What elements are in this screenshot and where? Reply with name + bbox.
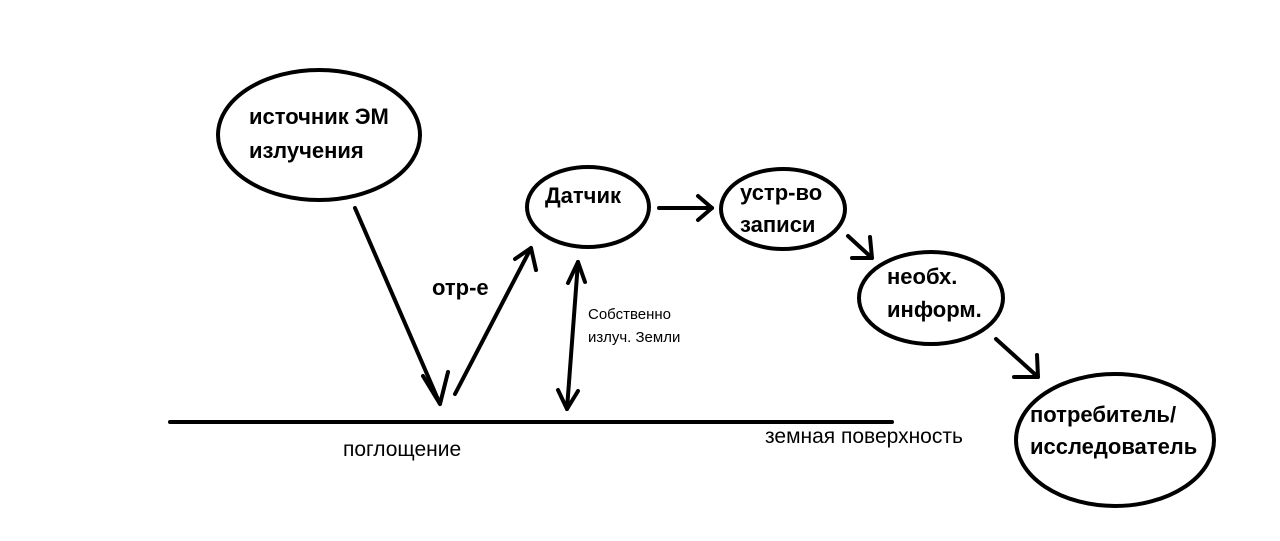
- label-reflection: отр-е: [432, 275, 489, 300]
- node-sensor-ellipse: [525, 165, 651, 249]
- arrow-incoming-radiation: [353, 206, 450, 406]
- node-processing-line1: необх.: [887, 264, 957, 289]
- node-consumer-line2: исследователь: [1030, 434, 1197, 459]
- node-em-source-line2: излучения: [249, 138, 364, 163]
- node-em-source-line1: источник ЭМ: [249, 104, 389, 129]
- arrow-reflection: [453, 246, 538, 396]
- node-recorder: устр-во записи: [719, 167, 847, 251]
- arrow-processing-to-consumer: [994, 337, 1040, 379]
- arrow-recorder-to-processing: [846, 234, 874, 260]
- node-recorder-line2: записи: [740, 212, 815, 237]
- node-em-source-ellipse: [216, 68, 422, 202]
- node-consumer: потребитель/ исследователь: [1014, 372, 1216, 508]
- node-processing-ellipse: [857, 250, 1005, 346]
- node-processing-line2: информ.: [887, 297, 982, 322]
- node-sensor-label: Датчик: [545, 183, 622, 208]
- label-earth-surface: земная поверхность: [765, 425, 963, 448]
- node-consumer-ellipse: [1014, 372, 1216, 508]
- arrow-own-emission: [556, 260, 587, 411]
- node-recorder-line1: устр-во: [740, 180, 822, 205]
- node-consumer-line1: потребитель/: [1030, 402, 1176, 427]
- arrow-sensor-to-recorder: [657, 194, 714, 222]
- node-recorder-ellipse: [719, 167, 847, 251]
- node-processing: необх. информ.: [857, 250, 1005, 346]
- label-own-emission-line1: Собственно: [588, 306, 671, 323]
- node-em-source: источник ЭМ излучения: [216, 68, 422, 202]
- label-own-emission-line2: излуч. Земли: [588, 329, 680, 346]
- label-absorption: поглощение: [343, 438, 461, 461]
- node-sensor: Датчик: [525, 165, 651, 249]
